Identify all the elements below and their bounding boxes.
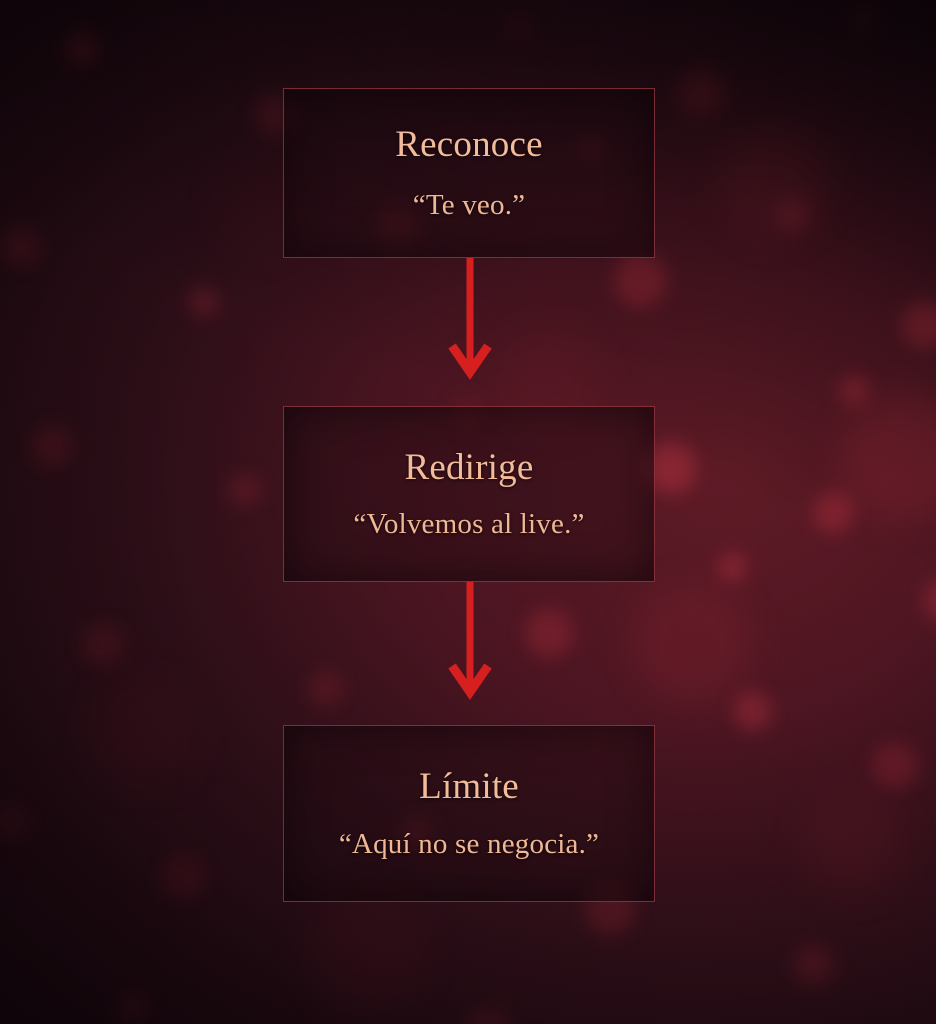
node-quote: “Volvemos al live.” [353, 508, 585, 541]
node-quote: “Te veo.” [412, 189, 526, 222]
connector-arrow-reconoce-to-redirige [440, 258, 500, 380]
node-title: Límite [419, 766, 519, 808]
flow-node-limite[interactable]: Límite “Aquí no se negocia.” [283, 725, 655, 902]
node-title: Reconoce [395, 123, 543, 165]
node-quote: “Aquí no se negocia.” [338, 827, 600, 860]
flow-node-reconoce[interactable]: Reconoce “Te veo.” [283, 88, 655, 258]
node-title: Redirige [404, 446, 534, 488]
flow-node-redirige[interactable]: Redirige “Volvemos al live.” [283, 406, 655, 582]
connector-arrow-redirige-to-limite [440, 582, 500, 700]
